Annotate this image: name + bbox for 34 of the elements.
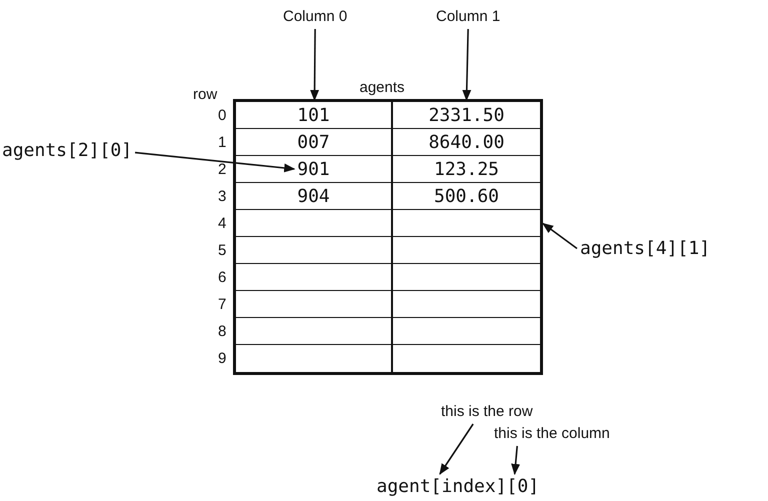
arrow [542,222,578,250]
cell-value: 101 [297,104,330,126]
arrow [511,446,520,476]
row-number: 0 [218,107,226,124]
annotation-text: this is the column [494,425,610,442]
row-number: 6 [218,269,226,286]
cell-value: 901 [297,158,330,180]
row-number: 4 [218,215,226,232]
cell-value: 904 [297,186,330,206]
column-heading: Column 1 [436,8,500,25]
annotation-text: this is the row [441,403,533,420]
cell-value: 007 [297,132,330,152]
column-heading: Column 0 [283,8,348,25]
row-number: 7 [218,296,226,313]
cell-value: 8640.00 [428,132,504,152]
table-column [236,102,393,372]
arrow [462,28,472,102]
axis-heading: row [193,86,218,103]
cell-value: 123.25 [434,158,500,180]
cell-value: 2331.50 [428,104,504,126]
cell-value: 500.60 [434,186,500,206]
row-number: 1 [218,134,226,151]
expression-text: agent[index][0] [376,476,540,497]
arrow [439,424,474,475]
row-number: 8 [218,323,226,340]
arrow [310,29,320,102]
row-number: 2 [218,161,226,178]
row-number: 9 [218,350,226,367]
row-number: 3 [218,188,226,205]
array-name: agents [360,79,405,96]
element-label: agents[2][0] [2,140,132,161]
element-label: agents[4][1] [580,238,710,259]
row-number: 5 [218,242,226,259]
arrow [134,152,296,172]
